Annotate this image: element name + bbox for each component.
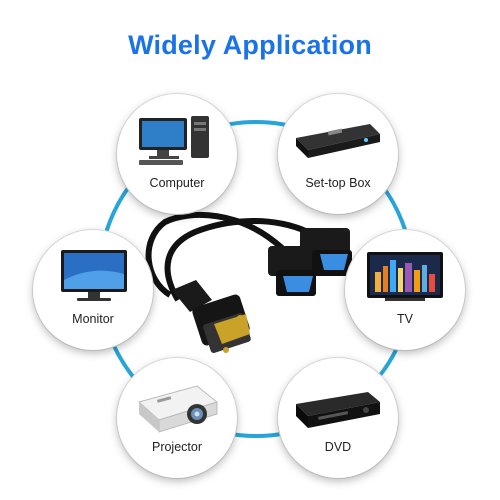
dvd-icon: [296, 392, 380, 428]
device-node-dvd: DVD: [278, 358, 398, 478]
monitor-icon: [61, 250, 127, 301]
device-node-projector: Projector: [117, 358, 237, 478]
computer-icon: [139, 116, 209, 165]
page-title: Widely Application: [128, 30, 372, 60]
device-label-dvd: DVD: [324, 440, 352, 454]
device-label-computer: Computer: [149, 176, 205, 190]
projector-icon: [137, 385, 219, 433]
device-node-monitor: Monitor: [33, 230, 153, 350]
device-label-set-top-box: Set-top Box: [305, 176, 371, 190]
device-node-tv: TV: [345, 230, 465, 350]
set-top-box-icon: [296, 124, 380, 158]
tv-icon: [367, 252, 443, 301]
device-label-monitor: Monitor: [72, 312, 114, 326]
device-node-computer: Computer: [117, 94, 237, 214]
device-label-projector: Projector: [151, 440, 203, 454]
device-node-set-top-box: Set-top Box: [278, 94, 398, 214]
device-label-tv: TV: [397, 312, 413, 326]
